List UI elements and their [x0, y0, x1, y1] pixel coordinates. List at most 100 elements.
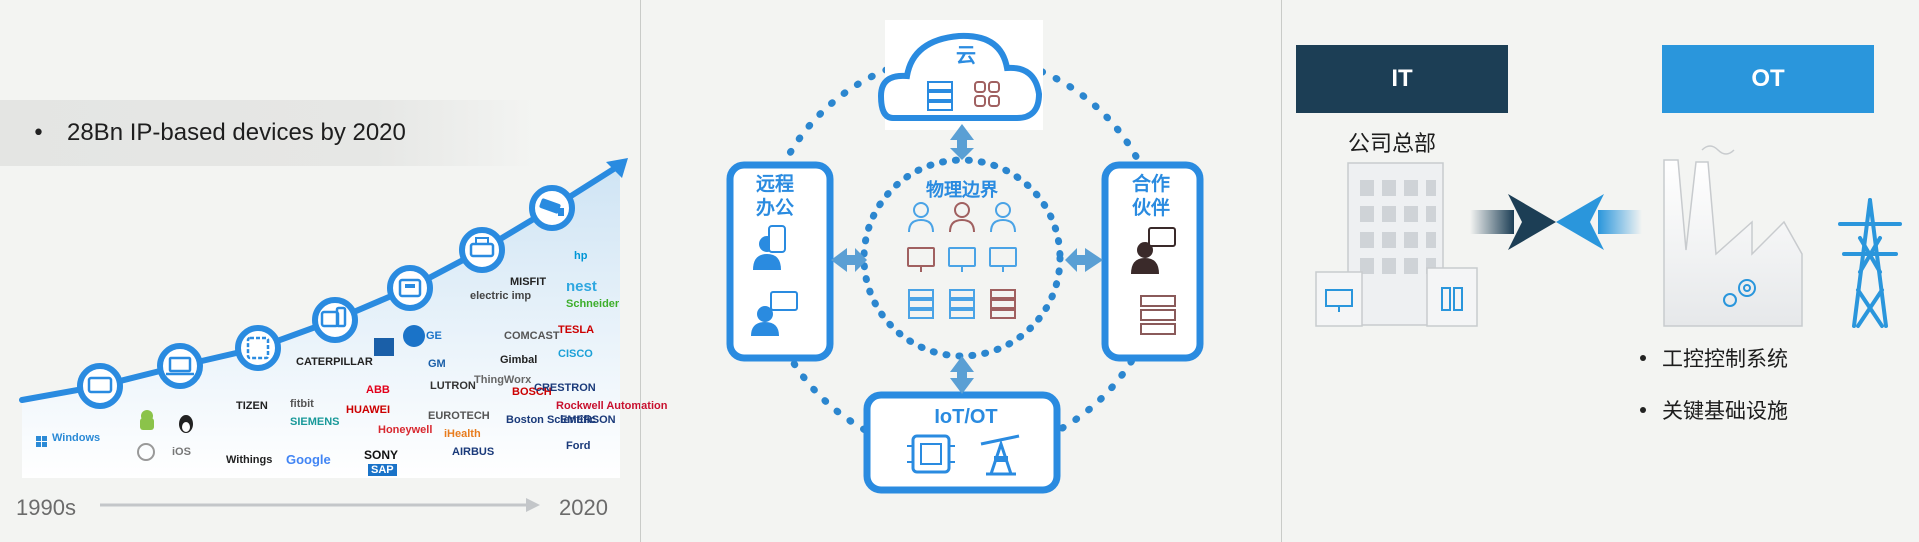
user-icon-center: [949, 202, 975, 233]
linux-icon: [179, 415, 193, 433]
divider-left: [640, 0, 641, 542]
ot-systems-list: 工控控制系统 关键基础设施: [1640, 332, 1788, 436]
arrow-remote-to-center: [831, 248, 867, 272]
ot-item-text: 关键基础设施: [1662, 399, 1788, 423]
list-bullet: [1640, 355, 1646, 361]
growth-area: [22, 165, 620, 478]
axis-start-label: 1990s: [16, 495, 76, 520]
x-icon: [137, 443, 155, 461]
remote-office-label-line1: 远程: [756, 173, 794, 195]
company-logo-sony: SONY: [364, 448, 399, 462]
partner-user-icon: [1131, 227, 1176, 274]
partners-label-line1: 合作: [1132, 172, 1170, 195]
partner-server-icon: [1140, 295, 1176, 335]
company-logo-google: Google: [286, 452, 331, 467]
device-circle-laptop: [157, 343, 203, 389]
it-arrow-icon: [1470, 194, 1556, 250]
monitor-icon: [87, 376, 113, 394]
company-logo-windows: Windows: [52, 432, 101, 444]
company-logo-nest: nest: [566, 278, 597, 295]
monitor-icon-center: [948, 247, 976, 272]
partners-label-line2: 伙伴: [1132, 196, 1170, 219]
company-logo-ihealth: iHealth: [444, 428, 481, 440]
remote-user-icon-2: [751, 291, 798, 336]
divider-right: [1281, 0, 1282, 542]
server-icon-center: [949, 289, 975, 319]
windows-icon: [36, 436, 47, 447]
company-logo-huawei: HUAWEI: [346, 404, 390, 416]
headquarters-building-icon: [1315, 162, 1478, 327]
chip-icon: [907, 434, 955, 474]
remote-office-box: [726, 161, 834, 362]
remote-user-icon-1: [753, 225, 786, 270]
oil-pump-icon: [980, 434, 1020, 476]
camera-icon: [539, 198, 561, 214]
company-logo-ford: Ford: [566, 440, 591, 452]
company-logo-caterpillar: CATERPILLAR: [296, 356, 373, 368]
company-logo-eurotech: EUROTECH: [428, 410, 490, 422]
company-logo-schneider: Schneider: [566, 298, 620, 310]
user-icon-right: [990, 202, 1016, 233]
ot-label-box: OT: [1662, 45, 1874, 113]
ot-arrow-icon: [1556, 194, 1642, 250]
ot-item-text: 工控控制系统: [1662, 347, 1788, 371]
ot-list-item: 关键基础设施: [1640, 384, 1788, 436]
headline-bullet: •: [32, 120, 45, 146]
company-logo-cisco: CISCO: [558, 348, 593, 360]
company-logo-tizen: TIZEN: [236, 400, 268, 412]
device-circle-phone: [312, 297, 358, 343]
company-logo-abb: ABB: [366, 384, 390, 396]
it-ot-illustration: [1315, 145, 1902, 328]
gm-logo-icon: [374, 338, 394, 356]
company-logo-honeywell: Honeywell: [378, 424, 433, 436]
company-logo-airbus: AIRBUS: [452, 446, 495, 458]
company-logo-withings: Withings: [226, 454, 273, 466]
arrow-center-to-iot: [950, 356, 974, 394]
device-circle-monitor: [77, 363, 123, 409]
device-circle-camera: [529, 185, 575, 231]
company-logo-fitbit: fitbit: [290, 398, 314, 410]
headline-text: 28Bn IP-based devices by 2020: [66, 119, 406, 146]
company-logo-thingworx: ThingWorx: [474, 374, 532, 386]
axis-end-label: 2020: [559, 495, 608, 520]
company-logo-ge: GE: [426, 330, 442, 342]
iot-growth-panel: • 28Bn IP-based devices by 2020 1990s 20…: [0, 0, 667, 542]
headquarters-label: 公司总部: [1348, 132, 1437, 157]
company-logo-misfit: MISFIT: [510, 276, 547, 288]
tablet-icon: [246, 336, 270, 360]
gear-icon: [1723, 279, 1756, 307]
ot-label: OT: [1751, 65, 1785, 92]
company-logo-electric-imp: electric imp: [470, 290, 532, 302]
factory-icon: [1663, 145, 1803, 327]
it-label: IT: [1391, 65, 1413, 92]
company-logo-gimbal: Gimbal: [500, 354, 538, 366]
company-logo-hp: hp: [574, 250, 588, 262]
headline-band: • 28Bn IP-based devices by 2020: [0, 100, 535, 166]
it-ot-panel: IT OT 公司总部 工控控制系统 关键基础设施: [1282, 0, 1919, 542]
ge-logo-icon: [403, 325, 425, 347]
growth-background: [19, 158, 628, 512]
monitor-icon-right: [989, 247, 1017, 272]
device-circle-tablet: [235, 325, 281, 371]
company-logo-lutron: LUTRON: [430, 380, 476, 392]
company-logo-sap: SAP: [368, 464, 397, 476]
server-icon-right: [990, 289, 1016, 319]
list-bullet: [1640, 407, 1646, 413]
building-server-icon: [1441, 287, 1463, 311]
cloud-server-icon: [927, 81, 953, 111]
monitor-icon-left: [907, 247, 935, 272]
company-logo-bosch: BOSCH: [512, 386, 552, 398]
company-logo-boston-scientific: Boston Scientific: [506, 414, 596, 426]
it-label-box: IT: [1296, 45, 1508, 113]
deskphone-icon: [398, 278, 422, 298]
company-logo-gm: GM: [428, 358, 446, 370]
device-circle-printer: [459, 227, 505, 273]
physical-boundary-label: 物理边界: [926, 179, 998, 201]
arrow-partner-to-center: [1065, 248, 1103, 272]
device-circle-deskphone: [387, 265, 433, 311]
company-logo-comcast: COMCAST: [504, 330, 560, 342]
cloud-label: 云: [956, 43, 976, 67]
growth-arrow-head: [606, 158, 628, 178]
boundary-diagram: 云 远程 办公 合作 伙伴 物理边界 IoT/OT: [726, 20, 1204, 494]
server-icon-left: [908, 289, 934, 319]
